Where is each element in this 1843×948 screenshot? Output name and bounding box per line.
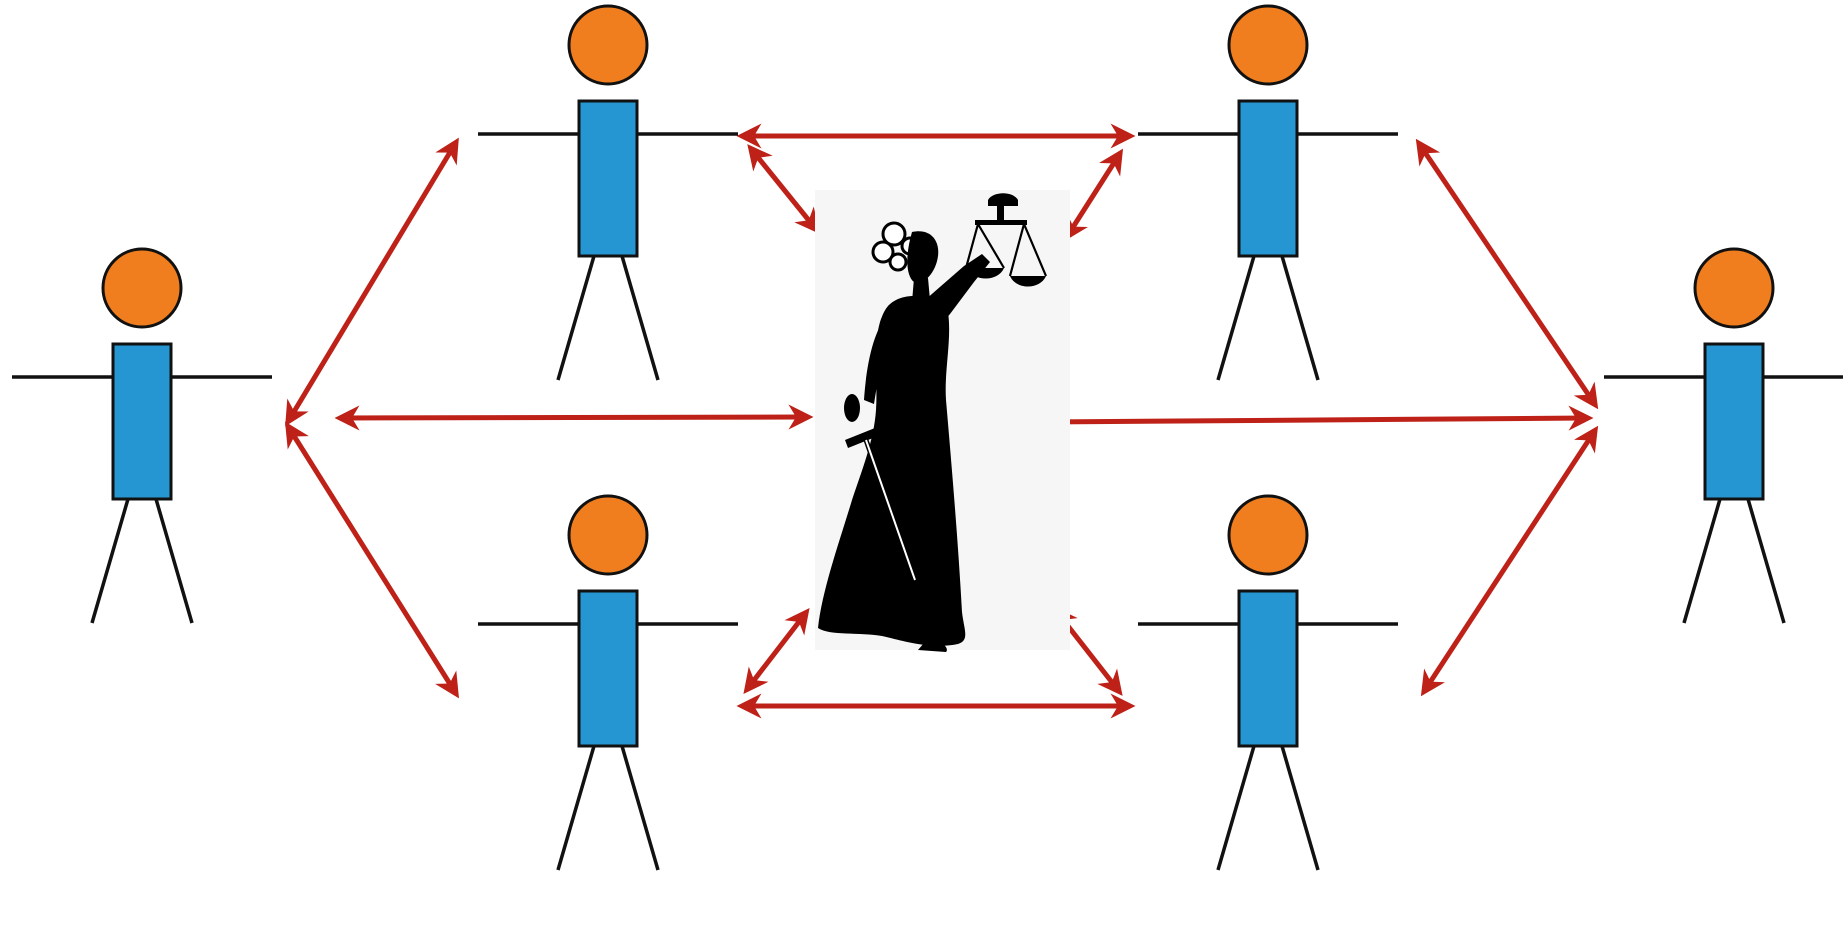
right-leg (620, 255, 660, 381)
torso (577, 589, 639, 748)
arrow-person-right-person-top-right (1415, 138, 1599, 410)
people-layer (12, 4, 1843, 871)
right-leg (1280, 745, 1320, 871)
torso (577, 99, 639, 258)
head (567, 494, 649, 576)
head (1227, 494, 1309, 576)
head (567, 4, 649, 86)
right-leg (154, 498, 194, 624)
arrow-person-left-lady-justice (334, 404, 814, 431)
arrows-layer (285, 123, 1599, 719)
person-left (12, 247, 272, 624)
head (101, 247, 183, 329)
right-leg (1280, 255, 1320, 381)
arrow-person-bottom-left-lady-justice (743, 608, 810, 694)
left-leg (1682, 498, 1722, 624)
right-leg (620, 745, 660, 871)
arrow-person-left-person-top-left (285, 137, 459, 427)
arrow-person-top-left-lady-justice (747, 144, 820, 234)
left-leg (556, 745, 596, 871)
torso (1237, 589, 1299, 748)
left-leg (556, 255, 596, 381)
arrow-person-right-lady-justice (1036, 405, 1594, 435)
left-leg (1216, 255, 1256, 381)
torso (1237, 99, 1299, 258)
head (1227, 4, 1309, 86)
torso (1703, 342, 1765, 501)
lady-justice-icon (815, 190, 1070, 652)
head (1693, 247, 1775, 329)
person-bottom-right (1138, 494, 1398, 871)
left-leg (90, 498, 130, 624)
arrow-person-left-person-bottom-left (285, 421, 459, 699)
arrow-person-top-right-lady-justice (1063, 148, 1124, 242)
person-right (1604, 247, 1843, 624)
left-leg (1216, 745, 1256, 871)
person-top-left (478, 4, 738, 381)
person-top-right (1138, 4, 1398, 381)
person-bottom-left (478, 494, 738, 871)
arrow-person-right-person-bottom-right (1420, 425, 1599, 697)
right-leg (1746, 498, 1786, 624)
torso (111, 342, 173, 501)
